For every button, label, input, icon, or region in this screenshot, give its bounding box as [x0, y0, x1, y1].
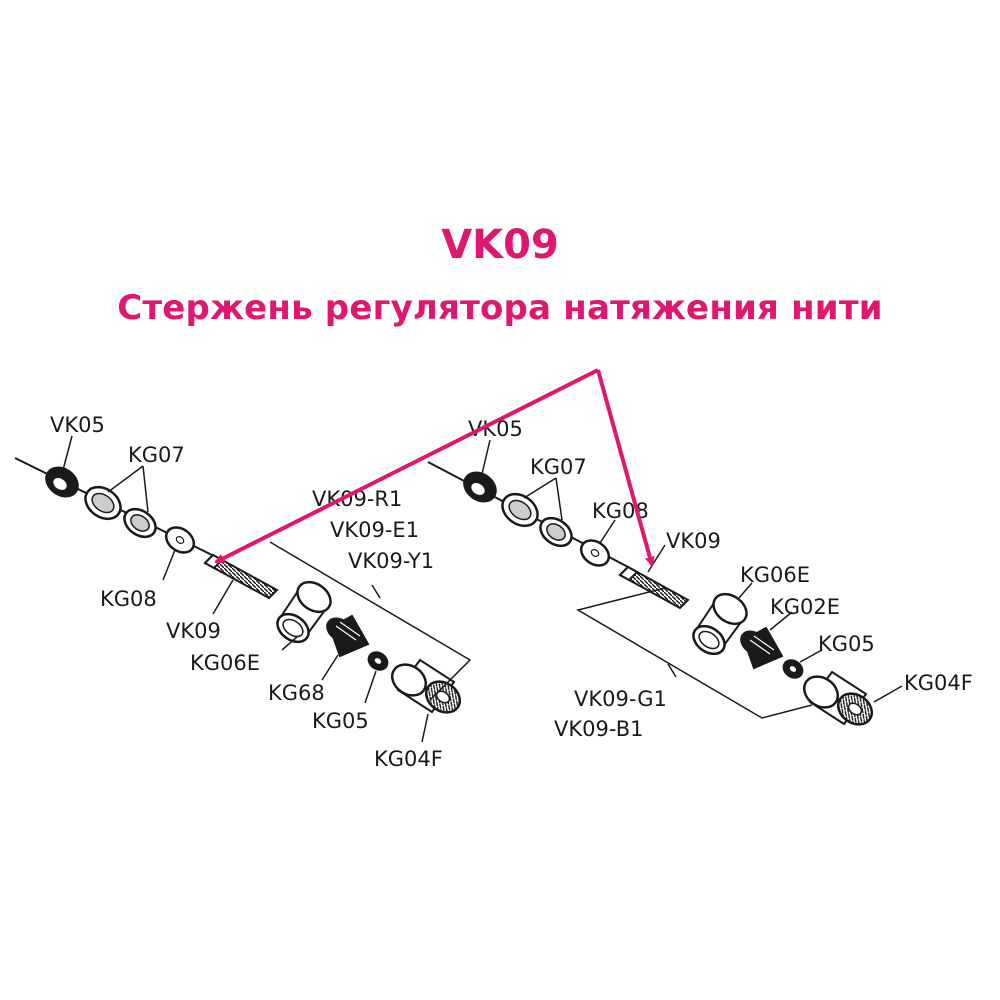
left-variant-bracket — [269, 541, 472, 701]
right-part-kg07 — [501, 492, 573, 548]
right-part-vk09 — [618, 565, 690, 610]
right-variant-bracket — [576, 587, 813, 719]
right-part-kg08 — [579, 539, 611, 567]
right-part-kg02e — [740, 626, 784, 670]
left-label-kg04f: KG04F — [374, 747, 443, 771]
right-label-kg07: KG07 — [530, 455, 587, 479]
pointer-arrow-left — [214, 368, 599, 564]
right-label-kg06e: KG06E — [740, 563, 810, 587]
left-part-kg04f — [390, 658, 462, 714]
left-label-vk09: VK09 — [166, 619, 221, 643]
left-label-kg06e: KG06E — [190, 651, 260, 675]
right-part-vk05 — [463, 471, 497, 503]
left-part-vk05 — [45, 466, 79, 498]
left-label-variant-e1: VK09-E1 — [330, 518, 419, 542]
right-label-vk09: VK09 — [666, 529, 721, 553]
left-label-kg05: KG05 — [312, 709, 369, 733]
right-part-kg06e — [692, 592, 748, 656]
right-label-kg02e: KG02E — [770, 595, 840, 619]
pointer-arrows — [214, 368, 655, 567]
right-label-kg04f: KG04F — [904, 671, 973, 695]
right-label-variant-g1: VK09-G1 — [574, 687, 667, 711]
left-part-kg07 — [84, 485, 157, 539]
left-label-variant-y1: VK09-Y1 — [348, 549, 434, 573]
right-part-kg04f — [802, 670, 874, 726]
left-part-kg05 — [367, 651, 389, 671]
left-label-vk05: VK05 — [50, 413, 105, 437]
right-label-kg05: KG05 — [818, 632, 875, 656]
right-assembly — [427, 439, 903, 726]
left-part-kg08 — [164, 526, 196, 554]
pointer-arrow-right — [596, 369, 655, 567]
left-label-kg07: KG07 — [128, 443, 185, 467]
left-label-kg08: KG08 — [100, 587, 157, 611]
left-part-kg06e — [276, 580, 332, 644]
diagram-title: VK09 — [441, 222, 559, 268]
diagram-subtitle: Стержень регулятора натяжения нити — [117, 288, 883, 328]
right-part-kg05 — [782, 659, 804, 679]
left-assembly — [14, 435, 472, 743]
right-label-variant-b1: VK09-B1 — [554, 717, 643, 741]
left-part-kg68 — [326, 614, 370, 658]
left-label-kg68: KG68 — [268, 681, 325, 705]
